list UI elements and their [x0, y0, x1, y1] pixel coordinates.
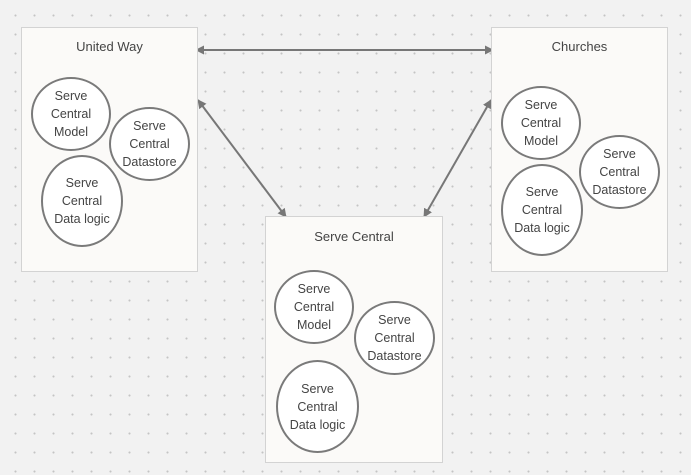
component-datastore[interactable]: Serve Central Datastore	[354, 301, 435, 375]
arrow-unitedway-servecentral	[197, 99, 287, 218]
component-label: Serve Central Model	[50, 89, 92, 139]
box-title: Churches	[551, 39, 608, 54]
component-label: Serve Central Model	[520, 98, 562, 148]
component-datastore[interactable]: Serve Central Datastore	[579, 135, 660, 209]
component-model[interactable]: Serve Central Model	[274, 270, 354, 344]
component-model[interactable]: Serve Central Model	[31, 77, 111, 151]
component-data-logic[interactable]: Serve Central Data logic	[41, 155, 123, 247]
component-label: Serve Central Model	[293, 282, 335, 332]
component-label: Serve Central Datastore	[592, 147, 647, 197]
box-title: United Way	[76, 39, 143, 54]
component-label: Serve Central Datastore	[367, 313, 422, 363]
component-data-logic[interactable]: Serve Central Data logic	[501, 164, 583, 256]
component-label: Serve Central Data logic	[289, 381, 346, 432]
component-label: Serve Central Data logic	[514, 185, 570, 235]
serve-central-box[interactable]: Serve Central Serve Central Model Serve …	[265, 216, 443, 463]
component-label: Serve Central Data logic	[54, 176, 110, 226]
united-way-box[interactable]: United Way Serve Central Model Serve Cen…	[21, 27, 198, 272]
component-label: Serve Central Datastore	[122, 119, 177, 169]
component-model[interactable]: Serve Central Model	[501, 86, 581, 160]
component-data-logic[interactable]: Serve Central Data logic	[276, 360, 359, 453]
arrow-churches-servecentral	[423, 99, 492, 218]
box-title: Serve Central	[314, 229, 394, 244]
component-datastore[interactable]: Serve Central Datastore	[109, 107, 190, 181]
churches-box[interactable]: Churches Serve Central Model Serve Centr…	[491, 27, 668, 272]
